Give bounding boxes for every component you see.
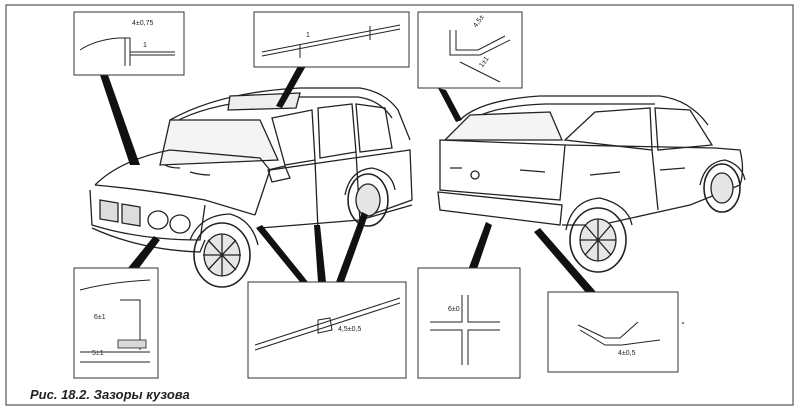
dim-inset2-gap: 1 <box>306 32 310 39</box>
dim-inset4-gap2: 5±1 <box>92 350 104 357</box>
inset-bottom-left <box>73 267 159 379</box>
dim-inset1-offset: 1 <box>143 42 147 49</box>
figure-caption: Рис. 18.2. Зазоры кузова <box>30 387 190 402</box>
inset-bottom-center <box>247 281 407 379</box>
figure-frame <box>5 4 794 406</box>
dim-inset4-gap1: 6±1 <box>94 314 106 321</box>
inset-top-left <box>73 11 185 76</box>
dim-inset6-gap: 6±0 <box>448 306 460 313</box>
stray-dot <box>681 321 685 325</box>
inset-bottom-right-1 <box>417 267 521 379</box>
dim-inset5-gap: 4,5±0,5 <box>338 326 362 333</box>
inset-bottom-right-2 <box>547 291 679 373</box>
dim-inset7-gap: 4±0,5 <box>618 350 636 357</box>
inset-top-right <box>417 11 523 89</box>
dim-inset1-gap: 4±0,75 <box>132 20 154 27</box>
suv-rear-view <box>437 95 746 273</box>
inset-top-center <box>253 11 410 68</box>
pointer-wedges <box>100 66 596 295</box>
suv-front-view <box>89 87 413 288</box>
